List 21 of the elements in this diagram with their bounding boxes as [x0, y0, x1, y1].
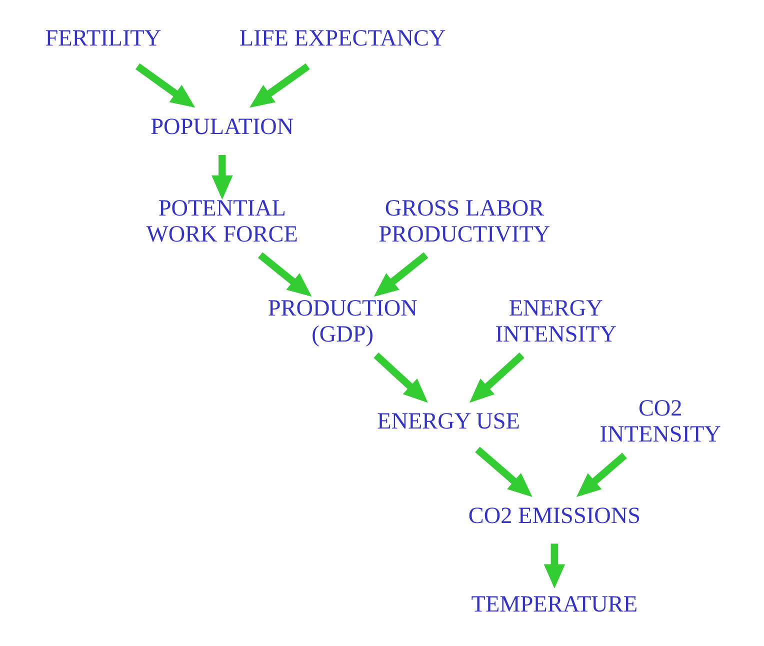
- arrow: [249, 63, 310, 108]
- node-text: POPULATION: [150, 114, 294, 140]
- node-text: ENERGY USE: [376, 408, 520, 435]
- arrow: [474, 446, 532, 497]
- node-text: LIFE EXPECTANCY: [238, 26, 446, 52]
- arrow: [134, 63, 195, 108]
- arrow: [373, 252, 428, 297]
- node-text: FERTILITY: [44, 26, 161, 52]
- arrow: [211, 155, 232, 200]
- arrow: [468, 352, 524, 403]
- node-text: CO2 EMISSIONS: [468, 502, 640, 529]
- node-text: CO2 INTENSITY: [599, 396, 720, 448]
- arrow: [543, 544, 565, 589]
- node-text: ENERGY INTENSITY: [494, 295, 616, 348]
- arrow: [373, 352, 428, 403]
- arrow: [576, 452, 626, 498]
- node-text: TEMPERATURE: [470, 591, 638, 618]
- node-text: POTENTIAL WORK FORCE: [146, 195, 298, 248]
- node-text: GROSS LABOR PRODUCTIVITY: [378, 195, 550, 248]
- arrow: [257, 252, 312, 297]
- node-text: PRODUCTION (GDP): [267, 295, 417, 348]
